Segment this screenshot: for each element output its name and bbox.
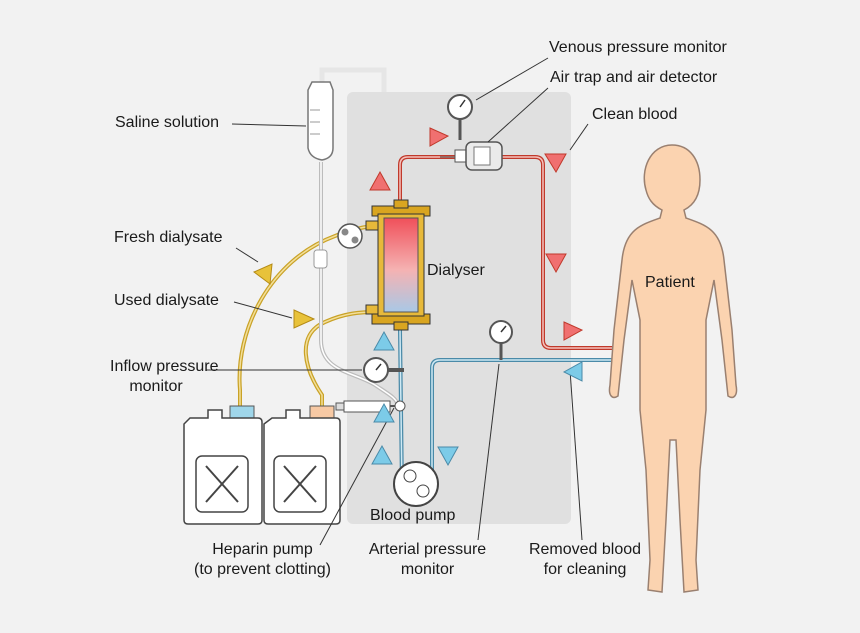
flow-arrow-icon <box>545 253 567 274</box>
flow-arrow-icon <box>293 309 316 329</box>
removed-label-line-1: Removed blood <box>528 541 642 558</box>
flow-arrow-icon <box>373 402 395 423</box>
flow-arrow-icon <box>369 170 391 191</box>
heparin-pump-label: Heparin pump (to prevent clotting) <box>180 540 345 580</box>
dialyser-label: Dialyser <box>427 262 485 279</box>
flow-arrow-icon <box>562 361 583 382</box>
inflow-label-line-1: Inflow pressure <box>110 358 219 375</box>
flow-arrows <box>253 127 584 467</box>
air-trap-label: Air trap and air detector <box>550 69 718 86</box>
blood-pump-icon <box>393 461 439 507</box>
inflow-label-line-2: monitor <box>129 378 183 395</box>
arterial-pressure-monitor-label: Arterial pressure monitor <box>355 540 500 580</box>
patient-label: Patient <box>645 274 695 291</box>
arterial-label-line-2: monitor <box>400 561 455 578</box>
saline-bag-icon <box>307 81 334 161</box>
used-dialysate-canister-icon <box>263 405 341 525</box>
removed-label-line-2: for cleaning <box>543 561 627 578</box>
flow-arrow-icon <box>371 444 393 465</box>
flow-arrow-icon <box>253 263 273 285</box>
clean-blood-label: Clean blood <box>592 106 678 123</box>
fresh-dialysate-label: Fresh dialysate <box>114 229 223 246</box>
flow-arrow-icon <box>563 321 584 341</box>
arterial-pressure-gauge-icon <box>489 320 513 360</box>
inflow-pressure-gauge-icon <box>363 357 404 383</box>
air-trap-icon <box>440 141 503 171</box>
flow-arrow-icon <box>429 127 450 147</box>
arterial-label-line-1: Arterial pressure <box>368 541 487 558</box>
heparin-label-line-2: (to prevent clotting) <box>194 561 331 578</box>
venous-pressure-monitor-label: Venous pressure monitor <box>549 39 727 56</box>
saline-hanger <box>319 67 387 92</box>
fresh-dialysate-canister-icon <box>183 405 263 525</box>
used-dialysate-label: Used dialysate <box>114 292 219 309</box>
leader-lines <box>206 57 589 546</box>
dialyser <box>365 199 431 331</box>
flow-arrow-icon <box>544 153 567 173</box>
dialysate-pump-icon <box>337 223 363 249</box>
saline-solution-label: Saline solution <box>115 114 220 131</box>
venous-pressure-gauge-icon <box>447 94 473 140</box>
flow-arrow-icon <box>373 330 395 351</box>
removed-blood-label: Removed blood for cleaning <box>515 540 655 580</box>
patient-figure <box>608 144 738 593</box>
inflow-pressure-monitor-label: Inflow pressure monitor <box>110 357 219 397</box>
heparin-label-line-1: Heparin pump <box>212 541 313 558</box>
flow-arrow-icon <box>437 446 459 467</box>
blood-pump-label: Blood pump <box>370 507 456 524</box>
syringe-icon <box>335 400 406 413</box>
